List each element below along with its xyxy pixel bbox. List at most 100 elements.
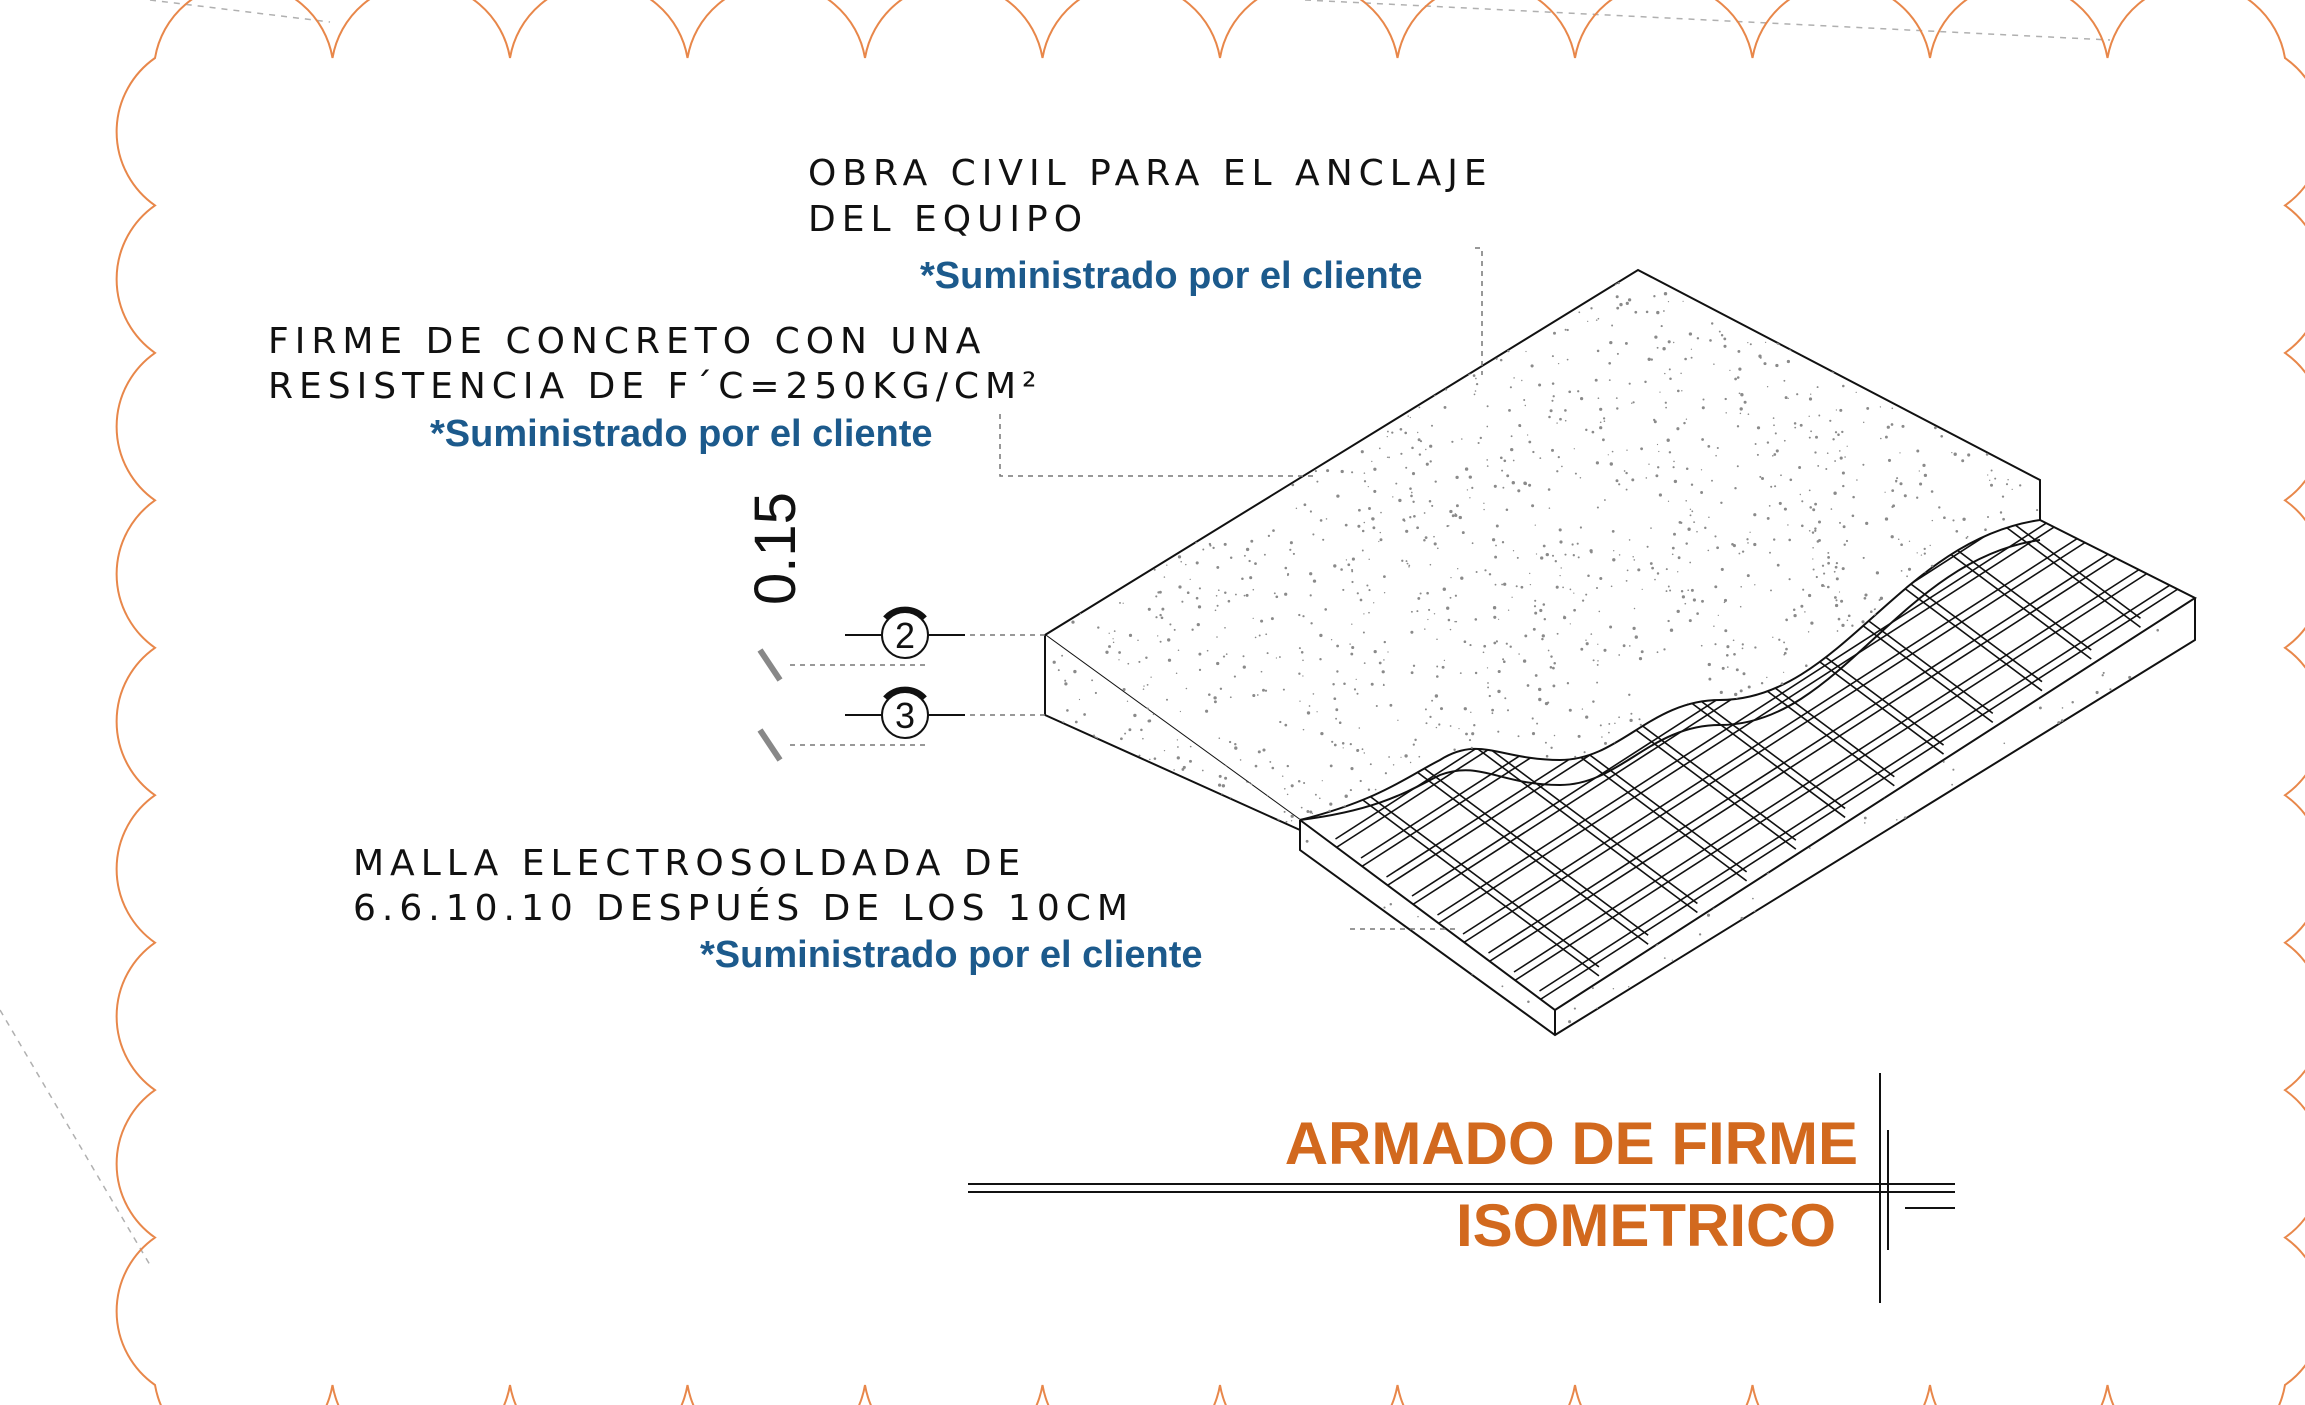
concrete-speck	[1297, 780, 1301, 783]
concrete-speck	[1608, 722, 1611, 725]
concrete-speck	[1923, 722, 1927, 726]
concrete-speck	[1632, 401, 1635, 404]
concrete-speck	[1473, 393, 1476, 396]
concrete-speck	[1655, 474, 1659, 478]
concrete-speck	[2141, 902, 2145, 907]
concrete-speck	[2031, 1030, 2035, 1034]
concrete-speck	[1739, 412, 1742, 415]
concrete-speck	[1310, 361, 1314, 365]
concrete-speck	[1940, 434, 1944, 438]
concrete-speck	[1917, 813, 1920, 817]
concrete-speck	[1966, 873, 1969, 876]
concrete-speck	[1933, 426, 1937, 430]
concrete-speck	[1668, 828, 1670, 830]
concrete-speck	[1816, 386, 1819, 389]
concrete-speck	[1411, 393, 1414, 397]
concrete-speck	[1283, 810, 1286, 813]
concrete-speck	[2120, 879, 2123, 881]
concrete-speck	[2002, 517, 2005, 521]
concrete-speck	[1363, 613, 1365, 615]
concrete-speck	[1685, 542, 1688, 545]
concrete-speck	[1597, 660, 1599, 662]
concrete-speck	[1599, 724, 1602, 727]
concrete-speck	[1208, 542, 1212, 546]
concrete-speck	[1704, 301, 1707, 304]
concrete-speck	[1554, 560, 1557, 563]
concrete-speck	[1959, 602, 1962, 605]
concrete-speck	[1376, 1015, 1379, 1018]
concrete-speck	[1934, 298, 1936, 301]
concrete-speck	[1725, 412, 1727, 414]
concrete-speck	[1740, 393, 1744, 397]
concrete-speck	[2086, 765, 2090, 770]
concrete-speck	[1903, 744, 1905, 746]
concrete-speck	[1744, 319, 1747, 322]
concrete-speck	[1961, 459, 1965, 463]
concrete-speck	[1063, 799, 1068, 803]
concrete-speck	[1119, 789, 1122, 792]
concrete-speck	[1886, 425, 1890, 429]
concrete-speck	[1734, 377, 1737, 381]
concrete-speck	[1766, 441, 1770, 444]
concrete-speck	[1331, 740, 1334, 743]
concrete-speck	[1622, 644, 1626, 648]
concrete-speck	[1361, 529, 1365, 533]
concrete-speck	[1196, 622, 1200, 627]
concrete-speck	[1879, 873, 1883, 877]
concrete-speck	[1736, 376, 1740, 379]
concrete-speck	[1517, 489, 1521, 493]
concrete-speck	[1488, 694, 1491, 698]
concrete-speck	[1857, 698, 1861, 702]
concrete-speck	[1995, 373, 1998, 376]
concrete-speck	[1423, 986, 1426, 990]
concrete-speck	[1511, 596, 1513, 598]
concrete-speck	[2003, 823, 2007, 827]
concrete-speck	[1178, 546, 1181, 549]
concrete-speck	[1351, 557, 1355, 561]
concrete-speck	[1833, 491, 1837, 495]
concrete-speck	[1814, 451, 1817, 454]
concrete-speck	[1988, 706, 1991, 709]
concrete-speck	[2019, 647, 2022, 650]
concrete-speck	[1927, 915, 1931, 919]
concrete-speck	[1588, 289, 1591, 292]
concrete-speck	[1709, 294, 1712, 298]
concrete-speck	[1483, 508, 1485, 511]
concrete-speck	[1754, 974, 1757, 977]
concrete-speck	[1279, 720, 1282, 724]
concrete-speck	[1583, 751, 1586, 754]
concrete-speck	[1341, 742, 1345, 745]
concrete-speck	[1680, 521, 1683, 524]
concrete-speck	[1737, 309, 1741, 313]
concrete-speck	[2016, 652, 2019, 654]
concrete-speck	[1683, 785, 1686, 788]
concrete-speck	[1108, 826, 1110, 828]
concrete-speck	[1574, 990, 1578, 994]
concrete-speck	[1649, 562, 1653, 565]
concrete-speck	[1983, 432, 1987, 436]
concrete-speck	[1714, 585, 1718, 589]
concrete-speck	[1879, 437, 1882, 440]
concrete-speck	[1351, 568, 1354, 572]
concrete-speck	[1921, 801, 1924, 804]
concrete-speck	[1553, 734, 1556, 737]
concrete-speck	[1989, 1032, 1993, 1035]
concrete-speck	[1181, 600, 1184, 603]
concrete-speck	[1915, 353, 1919, 357]
concrete-speck	[1774, 432, 1777, 435]
concrete-speck	[1793, 422, 1797, 425]
concrete-speck	[1882, 715, 1885, 718]
concrete-speck	[1851, 514, 1855, 518]
concrete-speck	[1101, 771, 1103, 774]
concrete-speck	[1374, 788, 1377, 791]
concrete-speck	[2130, 864, 2133, 867]
concrete-speck	[1966, 765, 1969, 768]
concrete-speck	[1309, 572, 1313, 576]
concrete-speck	[1559, 540, 1563, 544]
concrete-speck	[1654, 578, 1656, 581]
concrete-speck	[1078, 698, 1081, 701]
concrete-speck	[1486, 459, 1489, 461]
concrete-speck	[1516, 556, 1519, 559]
concrete-speck	[1734, 486, 1737, 490]
concrete-speck	[1256, 694, 1259, 696]
